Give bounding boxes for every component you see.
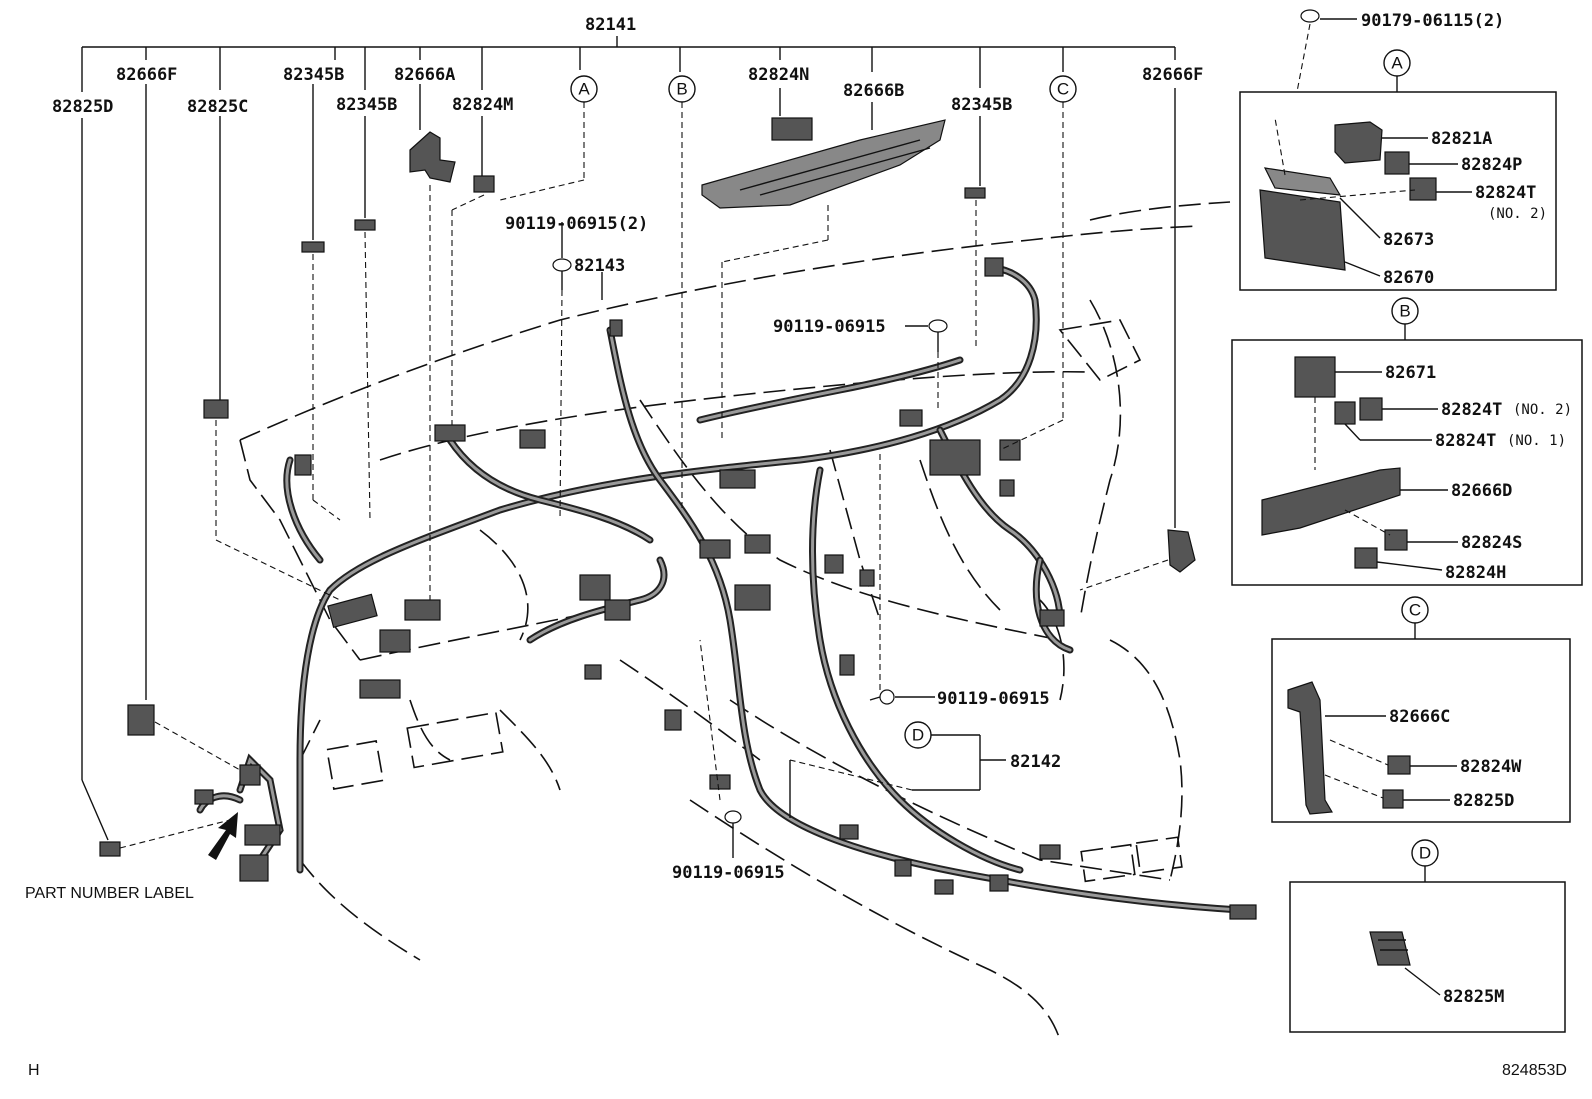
- inset-d-box: [1289, 881, 1566, 1033]
- arrow-icon: [208, 812, 238, 860]
- part-82666f-right: [1167, 529, 1196, 573]
- part-number-label: PART NUMBER LABEL: [25, 885, 194, 902]
- label-82824n: 82824N: [748, 65, 809, 85]
- clip-90179-icon: [1300, 9, 1320, 23]
- part-82825c: [203, 399, 229, 419]
- callout-c-inset: C: [1409, 601, 1421, 620]
- callout-a-inset: A: [1391, 54, 1403, 73]
- label-82671: 82671: [1385, 363, 1436, 383]
- bracket-82141: 82141: [81, 15, 1176, 92]
- label-82825m: 82825M: [1443, 987, 1504, 1007]
- part-82666d: [1261, 467, 1401, 536]
- callout-d-main: D: [904, 721, 932, 749]
- label-90119-06915-b: 90119-06915: [937, 689, 1050, 709]
- callout-b-top: B: [668, 75, 696, 103]
- label-82666d: 82666D: [1451, 481, 1512, 501]
- bolt-90119-06915-b: [869, 689, 895, 705]
- part-82143-bolt: [552, 258, 572, 290]
- part-82345b-a: [301, 241, 325, 253]
- part-82824n: [771, 117, 813, 141]
- harness-connectors: [194, 257, 1257, 920]
- part-82345b-b: [354, 219, 376, 231]
- label-82825d-left: 82825D: [52, 97, 113, 117]
- wire-harness-82141: [196, 264, 1244, 914]
- label-82666f-right: 82666F: [1142, 65, 1203, 85]
- part-82670: [1259, 189, 1346, 271]
- part-82821a: [1334, 121, 1383, 164]
- part-82824s: [1384, 529, 1408, 551]
- callout-d-inset: D: [1419, 844, 1431, 863]
- label-82824s: 82824S: [1461, 533, 1522, 553]
- label-82824t-b1: 82824T: [1441, 400, 1502, 420]
- label-82824t-a-note: (NO. 2): [1488, 206, 1547, 222]
- part-82824t-no2: [1409, 177, 1437, 201]
- svg-text:D: D: [912, 726, 924, 745]
- part-82666a: [409, 131, 456, 183]
- part-82824h: [1354, 547, 1378, 569]
- label-82825d-c: 82825D: [1453, 791, 1514, 811]
- part-82666b: [701, 119, 946, 209]
- label-82666c: 82666C: [1389, 707, 1450, 727]
- label-82824t-b2: 82824T: [1435, 431, 1496, 451]
- callout-b-inset: B: [1399, 302, 1410, 321]
- svg-text:A: A: [578, 80, 590, 99]
- label-90119-06915-c: 90119-06915: [672, 863, 785, 883]
- part-82825d-c: [1382, 789, 1404, 809]
- svg-text:C: C: [1057, 80, 1069, 99]
- label-82673: 82673: [1383, 230, 1434, 250]
- label-82345b-c: 82345B: [951, 95, 1012, 115]
- leader-lines: [81, 84, 1176, 860]
- part-82824p: [1384, 151, 1410, 175]
- part-82666c: [1287, 681, 1333, 815]
- callout-c-top: C: [1049, 75, 1077, 103]
- inset-b: B 82671 82824T (NO. 2) 82824T (NO. 1) 82…: [1231, 297, 1583, 586]
- label-82824t-b2-note: (NO. 1): [1507, 433, 1566, 449]
- label-82666b: 82666B: [843, 81, 904, 101]
- figure-code: 824853D: [1502, 1062, 1567, 1079]
- label-90119-06915-2: 90119-06915(2): [505, 214, 648, 234]
- bolt-90119-06915-a: [928, 319, 948, 352]
- part-82825d-left: [99, 841, 121, 857]
- callout-a-top: A: [570, 75, 598, 103]
- corner-code-left: H: [28, 1062, 40, 1079]
- label-82824p: 82824P: [1461, 155, 1522, 175]
- label-82345b-a: 82345B: [283, 65, 344, 85]
- label-82666a: 82666A: [394, 65, 455, 85]
- part-82824m: [473, 175, 495, 193]
- label-82824t-b1-note: (NO. 2): [1513, 402, 1572, 418]
- label-82141: 82141: [585, 15, 636, 35]
- part-82673: [1263, 167, 1342, 196]
- part-82824t-no2-b: [1359, 397, 1383, 421]
- label-82142: 82142: [1010, 752, 1061, 772]
- label-82670: 82670: [1383, 268, 1434, 288]
- part-82671: [1294, 356, 1336, 398]
- inset-d: D 82825M: [1289, 839, 1566, 1033]
- dashboard-outline: [239, 201, 1231, 1041]
- inset-c: C 82666C 82824W 82825D: [1271, 596, 1571, 823]
- bolt-90119-06915-c: [724, 810, 742, 838]
- inset-a: 90179-06115(2) A 82821A 82824P 82824T (N…: [1239, 9, 1557, 291]
- label-82666f-left: 82666F: [116, 65, 177, 85]
- svg-text:B: B: [676, 80, 687, 99]
- label-82824t-a: 82824T: [1475, 183, 1536, 203]
- label-82821a: 82821A: [1431, 129, 1492, 149]
- label-90179-06115-2: 90179-06115(2): [1361, 11, 1504, 31]
- part-82345b-c: [964, 187, 986, 199]
- label-82825c: 82825C: [187, 97, 248, 117]
- part-82666f-left: [127, 704, 155, 736]
- label-82824w: 82824W: [1460, 757, 1522, 777]
- part-82824w: [1387, 755, 1411, 775]
- label-82345b-b: 82345B: [336, 95, 397, 115]
- label-82824h: 82824H: [1445, 563, 1506, 583]
- label-82824m: 82824M: [452, 95, 513, 115]
- label-82143: 82143: [574, 256, 625, 276]
- part-82824t-no1: [1334, 401, 1356, 425]
- label-90119-06915-a: 90119-06915: [773, 317, 886, 337]
